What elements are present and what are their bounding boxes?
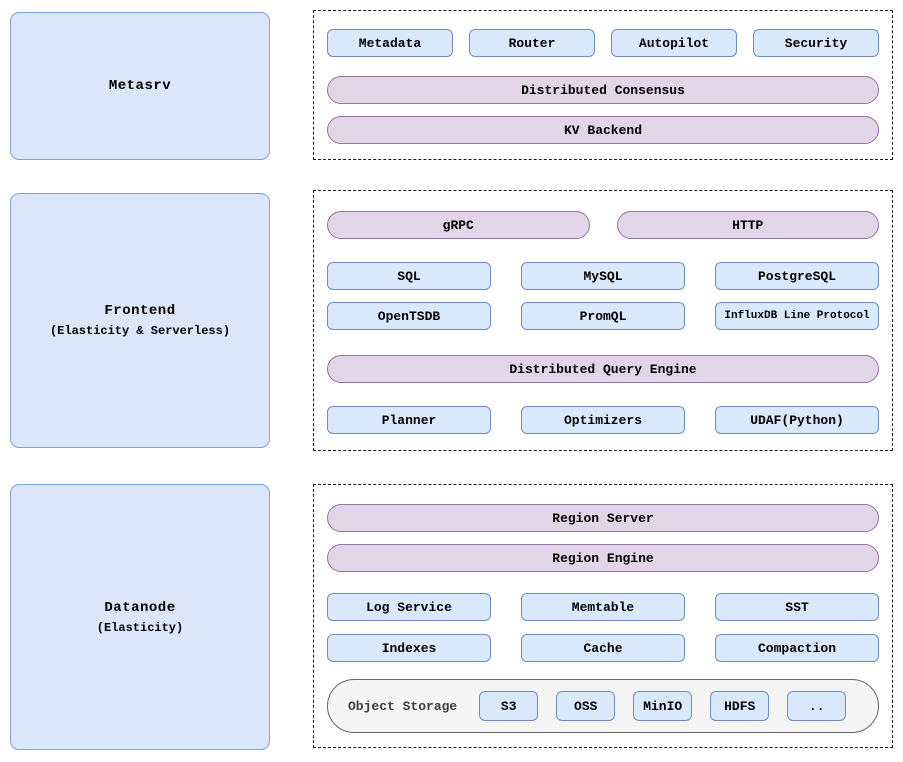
metasrv-components-row: Metadata Router Autopilot Security [327, 29, 879, 57]
object-storage-backends: S3 OSS MinIO HDFS .. [479, 691, 847, 721]
router-box: Router [469, 29, 595, 57]
grpc-pill: gRPC [327, 211, 590, 239]
datanode-components-row2: Indexes Cache Compaction [327, 634, 879, 662]
influxdb-line-protocol-box: InfluxDB Line Protocol [715, 302, 879, 330]
datanode-subtitle: (Elasticity) [96, 620, 184, 635]
metasrv-panel: Metadata Router Autopilot Security Distr… [313, 10, 893, 160]
cache-box: Cache [521, 634, 685, 662]
distributed-query-engine-pill: Distributed Query Engine [327, 355, 879, 383]
oss-box: OSS [556, 691, 616, 721]
udaf-python-box: UDAF(Python) [715, 406, 879, 434]
postgresql-box: PostgreSQL [715, 262, 879, 290]
sql-box: SQL [327, 262, 491, 290]
opentsdb-box: OpenTSDB [327, 302, 491, 330]
planner-box: Planner [327, 406, 491, 434]
promql-box: PromQL [521, 302, 685, 330]
object-storage-label: Object Storage [348, 698, 458, 714]
more-backends-box: .. [787, 691, 847, 721]
optimizers-box: Optimizers [521, 406, 685, 434]
sst-box: SST [715, 593, 879, 621]
metasrv-title: Metasrv [108, 78, 172, 94]
metadata-box: Metadata [327, 29, 453, 57]
frontend-subtitle: (Elasticity & Serverless) [49, 324, 231, 338]
distributed-consensus-pill: Distributed Consensus [327, 76, 879, 104]
frontend-protocols-row1: SQL MySQL PostgreSQL [327, 262, 879, 290]
hdfs-box: HDFS [710, 691, 770, 721]
frontend-panel: gRPC HTTP SQL MySQL PostgreSQL OpenTSDB … [313, 190, 893, 451]
frontend-title: Frontend [104, 303, 176, 319]
object-storage-container: Object Storage S3 OSS MinIO HDFS .. [327, 679, 879, 733]
datanode-components-row1: Log Service Memtable SST [327, 593, 879, 621]
datanode-section-box: Datanode (Elasticity) [10, 484, 270, 750]
autopilot-box: Autopilot [611, 29, 737, 57]
memtable-box: Memtable [521, 593, 685, 621]
minio-box: MinIO [633, 691, 693, 721]
metasrv-section-box: Metasrv [10, 12, 270, 160]
frontend-engine-components-row: Planner Optimizers UDAF(Python) [327, 406, 879, 434]
datanode-title: Datanode [104, 599, 176, 616]
region-server-pill: Region Server [327, 504, 879, 532]
http-pill: HTTP [616, 211, 879, 239]
frontend-protocol-pills-row: gRPC HTTP [327, 211, 879, 239]
security-box: Security [753, 29, 879, 57]
indexes-box: Indexes [327, 634, 491, 662]
kv-backend-pill: KV Backend [327, 116, 879, 144]
compaction-box: Compaction [715, 634, 879, 662]
datanode-panel: Region Server Region Engine Log Service … [313, 484, 893, 748]
frontend-section-box: Frontend (Elasticity & Serverless) [10, 193, 270, 448]
mysql-box: MySQL [521, 262, 685, 290]
region-engine-pill: Region Engine [327, 544, 879, 572]
s3-box: S3 [479, 691, 539, 721]
log-service-box: Log Service [327, 593, 491, 621]
frontend-protocols-row2: OpenTSDB PromQL InfluxDB Line Protocol [327, 302, 879, 330]
